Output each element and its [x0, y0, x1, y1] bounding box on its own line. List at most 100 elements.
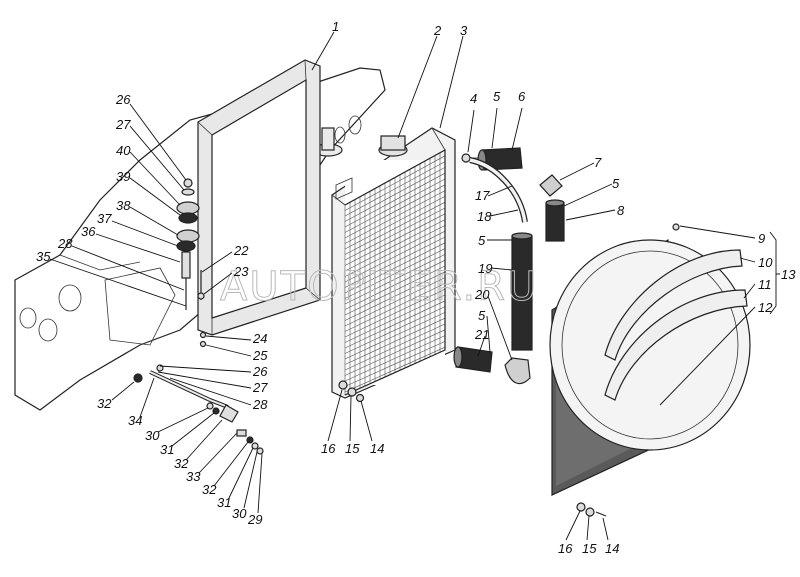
shroud-bolt-15 — [585, 507, 595, 517]
callout-19: 19 — [478, 261, 492, 276]
core-tube — [344, 259, 446, 310]
core-tube — [344, 196, 446, 250]
ring-10 — [604, 249, 743, 361]
core-tube — [344, 317, 446, 365]
core-tube — [344, 178, 446, 233]
callout-3: 3 — [460, 23, 468, 38]
core-tube — [344, 230, 446, 283]
core-tube — [344, 277, 446, 327]
core-tube — [344, 219, 446, 272]
callout-10: 10 — [758, 255, 773, 270]
hose-8 — [545, 202, 565, 242]
radiator-frame — [197, 59, 321, 336]
core-tube — [344, 201, 446, 255]
callout-5a: 5 — [493, 89, 501, 104]
panel-hole — [19, 307, 37, 329]
callout-36: 36 — [81, 224, 96, 239]
core-tube — [344, 225, 446, 277]
washer-23 — [197, 292, 205, 300]
bolt-36 — [181, 251, 191, 279]
panel-hole — [58, 284, 82, 312]
radiator-assembly — [331, 127, 456, 403]
washer-27 — [181, 188, 195, 196]
core-tube — [344, 329, 446, 376]
callout-2: 2 — [433, 23, 442, 38]
callout-34: 34 — [128, 413, 142, 428]
callout-27a: 27 — [115, 117, 131, 132]
callout-21: 21 — [474, 327, 489, 342]
callout-29: 29 — [247, 512, 262, 527]
bolt-29 — [256, 447, 264, 455]
panel-hole — [348, 115, 362, 135]
core-tube — [344, 248, 446, 299]
bracket-13 — [769, 231, 780, 315]
callout-26a: 26 — [115, 92, 131, 107]
callout-17: 17 — [475, 188, 490, 203]
core-tube — [344, 254, 446, 305]
callout-32a: 32 — [97, 396, 112, 411]
callout-38: 38 — [116, 198, 131, 213]
core-tube — [344, 306, 446, 354]
callout-4: 4 — [470, 91, 477, 106]
callout-39: 39 — [116, 169, 130, 184]
core-tube — [344, 172, 446, 228]
core-tube — [344, 207, 446, 261]
callout-9: 9 — [758, 231, 765, 246]
elbow-20 — [504, 357, 531, 385]
callout-5d: 5 — [478, 308, 486, 323]
callout-40: 40 — [116, 143, 131, 158]
watermark: AUTOPITER.RU — [220, 264, 538, 310]
callout-7: 7 — [594, 155, 602, 170]
elbow-7 — [539, 174, 563, 197]
core-tube — [344, 312, 446, 360]
nut-32 — [133, 373, 143, 383]
callout-23: 23 — [233, 264, 249, 279]
callout-22: 22 — [233, 243, 249, 258]
callout-5c: 5 — [478, 233, 486, 248]
callout-31b: 31 — [217, 495, 231, 510]
bracket-38 — [176, 229, 200, 243]
callout-37: 37 — [97, 211, 112, 226]
radiator-bolt-14 — [355, 393, 365, 403]
callout-16a: 16 — [321, 441, 336, 456]
callout-18: 18 — [477, 209, 492, 224]
core-tube — [344, 161, 446, 217]
ring-11 — [604, 289, 748, 401]
core-tube — [344, 300, 446, 349]
callout-12: 12 — [758, 300, 773, 315]
core-tube — [344, 265, 446, 316]
core-tube — [344, 155, 446, 211]
callout-20: 20 — [474, 287, 490, 302]
callout-24: 24 — [252, 331, 267, 346]
callout-28b: 28 — [252, 397, 268, 412]
mount-hardware — [133, 178, 264, 455]
cushion-37 — [176, 240, 196, 252]
callout-31a: 31 — [160, 442, 174, 457]
callout-1: 1 — [332, 19, 339, 34]
callout-14b: 14 — [605, 541, 619, 556]
callout-25: 25 — [252, 348, 268, 363]
callout-33: 33 — [186, 469, 201, 484]
core-tube — [344, 341, 446, 387]
core-tube — [344, 236, 446, 288]
cushion-40 — [176, 201, 200, 215]
core-tube — [344, 167, 446, 222]
callout-30b: 30 — [232, 506, 247, 521]
callout-5b: 5 — [612, 176, 620, 191]
cushion-39 — [178, 212, 198, 224]
nut-26 — [183, 178, 193, 188]
shroud-bolt-16 — [576, 502, 586, 512]
core-tube — [344, 190, 446, 244]
callout-15a: 15 — [345, 441, 360, 456]
callout-32b: 32 — [174, 456, 189, 471]
mounting-bracket-plate — [104, 267, 176, 346]
callout-16b: 16 — [558, 541, 573, 556]
lower-hose-set — [453, 232, 533, 385]
core-tube — [344, 294, 446, 343]
callout-6: 6 — [518, 89, 526, 104]
callout-30a: 30 — [145, 428, 160, 443]
upper-hose-set — [461, 147, 565, 242]
core-tube — [344, 271, 446, 321]
